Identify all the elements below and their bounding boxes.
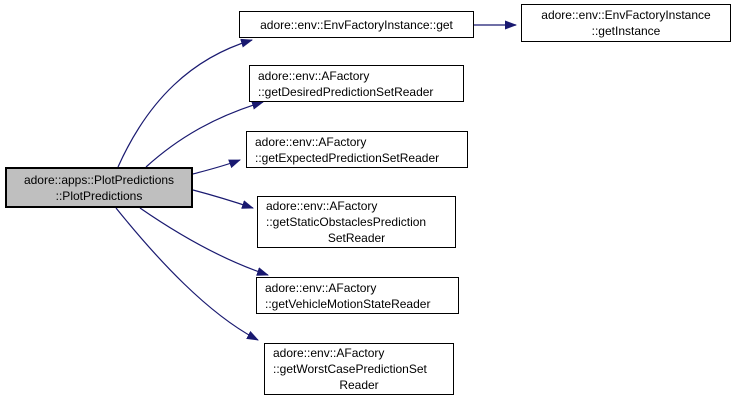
node-label-line: ::getExpectedPredictionSetReader (255, 150, 440, 165)
node-get-vehicle-motion-state-reader[interactable]: adore::env::AFactory ::getVehicleMotionS… (256, 277, 459, 314)
node-label-line: ::getDesiredPredictionSetReader (258, 84, 434, 99)
edge-plot-to-worst (115, 207, 259, 341)
node-get-static-obstacles-prediction-set-reader[interactable]: adore::env::AFactory ::getStaticObstacle… (257, 196, 456, 248)
node-label-line: ::PlotPredictions (55, 188, 143, 203)
edge-plot-to-get (117, 38, 253, 168)
node-get-expected-prediction-set-reader[interactable]: adore::env::AFactory ::getExpectedPredic… (246, 131, 468, 168)
edge-plot-to-desired (145, 100, 264, 168)
node-label-line: adore::env::AFactory (266, 199, 378, 213)
node-label-line: adore::env::EnvFactoryInstance (541, 8, 711, 22)
node-label-line: adore::env::AFactory (273, 346, 385, 360)
node-label-line: adore::env::AFactory (258, 68, 370, 83)
edge-plot-to-expected (192, 159, 241, 175)
node-env-factory-instance-get-instance[interactable]: adore::env::EnvFactoryInstance ::getInst… (521, 4, 731, 42)
node-label-line: Reader (339, 378, 379, 392)
node-label-line: adore::env::EnvFactoryInstance::get (260, 17, 453, 32)
node-label-line: ::getVehicleMotionStateReader (265, 296, 431, 311)
node-label-line: adore::env::AFactory (265, 280, 377, 295)
node-label-line: ::getWorstCasePredictionSet (273, 362, 427, 376)
edge-plot-to-static (192, 189, 254, 209)
edge-plot-to-vehicle (139, 207, 269, 276)
node-label-line: adore::apps::PlotPredictions (23, 172, 175, 187)
node-env-factory-instance-get[interactable]: adore::env::EnvFactoryInstance::get (239, 11, 474, 38)
node-label-line: SetReader (327, 231, 386, 245)
node-get-worst-case-prediction-set-reader[interactable]: adore::env::AFactory ::getWorstCasePredi… (264, 343, 454, 395)
node-label-line: ::getInstance (591, 24, 661, 38)
node-get-desired-prediction-set-reader[interactable]: adore::env::AFactory ::getDesiredPredict… (249, 65, 464, 102)
node-label-line: adore::env::AFactory (255, 134, 367, 149)
node-plot-predictions[interactable]: adore::apps::PlotPredictions ::PlotPredi… (5, 167, 193, 208)
node-label-line: ::getStaticObstaclesPrediction (266, 215, 427, 229)
